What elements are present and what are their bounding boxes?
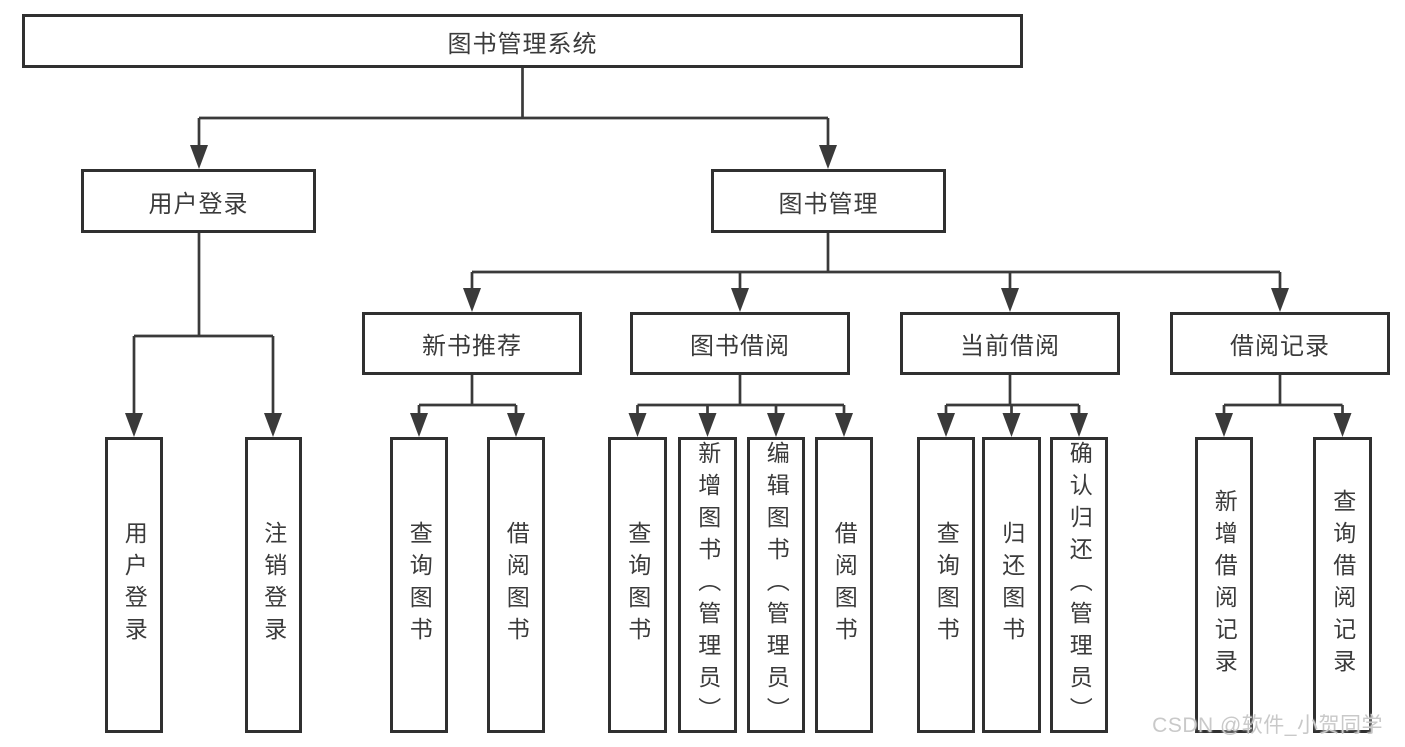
- leaf-label: 查询图书: [624, 521, 651, 649]
- node-label: 图书借阅: [690, 333, 790, 360]
- leaf-confirm-return-admin: 确认归还（管理员）: [1050, 437, 1108, 733]
- leaf-label: 编辑图书（管理员）: [763, 441, 790, 729]
- node-label: 图书管理系统: [447, 30, 598, 58]
- leaf-edit-books-admin: 编辑图书（管理员）: [747, 437, 805, 733]
- node-book-borrowing: 图书借阅: [630, 312, 850, 375]
- leaf-borrow-books: 借阅图书: [815, 437, 873, 733]
- leaf-label: 查询图书: [406, 521, 433, 649]
- leaf-label: 查询图书: [933, 521, 960, 649]
- leaf-user-login: 用户登录: [105, 437, 163, 733]
- node-label: 用户登录: [148, 190, 249, 218]
- leaf-label: 归还图书: [998, 521, 1025, 649]
- leaf-add-borrow-record: 新增借阅记录: [1195, 437, 1253, 733]
- leaf-logout: 注销登录: [245, 437, 302, 733]
- node-label: 新书推荐: [422, 333, 522, 360]
- leaf-query-books-current: 查询图书: [917, 437, 975, 733]
- arrowheads: [125, 145, 1352, 437]
- leaf-add-books-admin: 新增图书（管理员）: [678, 437, 737, 733]
- node-user-login: 用户登录: [81, 169, 316, 233]
- node-label: 当前借阅: [960, 333, 1060, 360]
- node-new-book-recommendation: 新书推荐: [362, 312, 582, 375]
- node-label: 借阅记录: [1230, 333, 1330, 360]
- node-book-management: 图书管理: [711, 169, 946, 233]
- node-current-borrowing: 当前借阅: [900, 312, 1120, 375]
- csdn-watermark: CSDN @软件_小贺同学: [1152, 714, 1383, 737]
- leaf-return-books: 归还图书: [982, 437, 1041, 733]
- leaf-query-books-recommend: 查询图书: [390, 437, 448, 733]
- tree-edges: [132, 68, 1344, 415]
- leaf-label: 确认归还（管理员）: [1066, 441, 1093, 729]
- node-label: 图书管理: [778, 190, 879, 218]
- leaf-label: 用户登录: [121, 521, 148, 649]
- leaf-label: 借阅图书: [831, 521, 858, 649]
- node-borrowing-records: 借阅记录: [1170, 312, 1390, 375]
- leaf-label: 新增图书（管理员）: [694, 441, 721, 729]
- leaf-label: 借阅图书: [503, 521, 530, 649]
- leaf-query-books-borrowing: 查询图书: [608, 437, 667, 733]
- leaf-label: 查询借阅记录: [1329, 489, 1356, 681]
- leaf-query-borrow-record: 查询借阅记录: [1313, 437, 1372, 733]
- leaf-label: 新增借阅记录: [1211, 489, 1238, 681]
- leaf-label: 注销登录: [260, 521, 287, 649]
- leaf-borrow-books-recommend: 借阅图书: [487, 437, 545, 733]
- node-library-management-system: 图书管理系统: [22, 14, 1023, 68]
